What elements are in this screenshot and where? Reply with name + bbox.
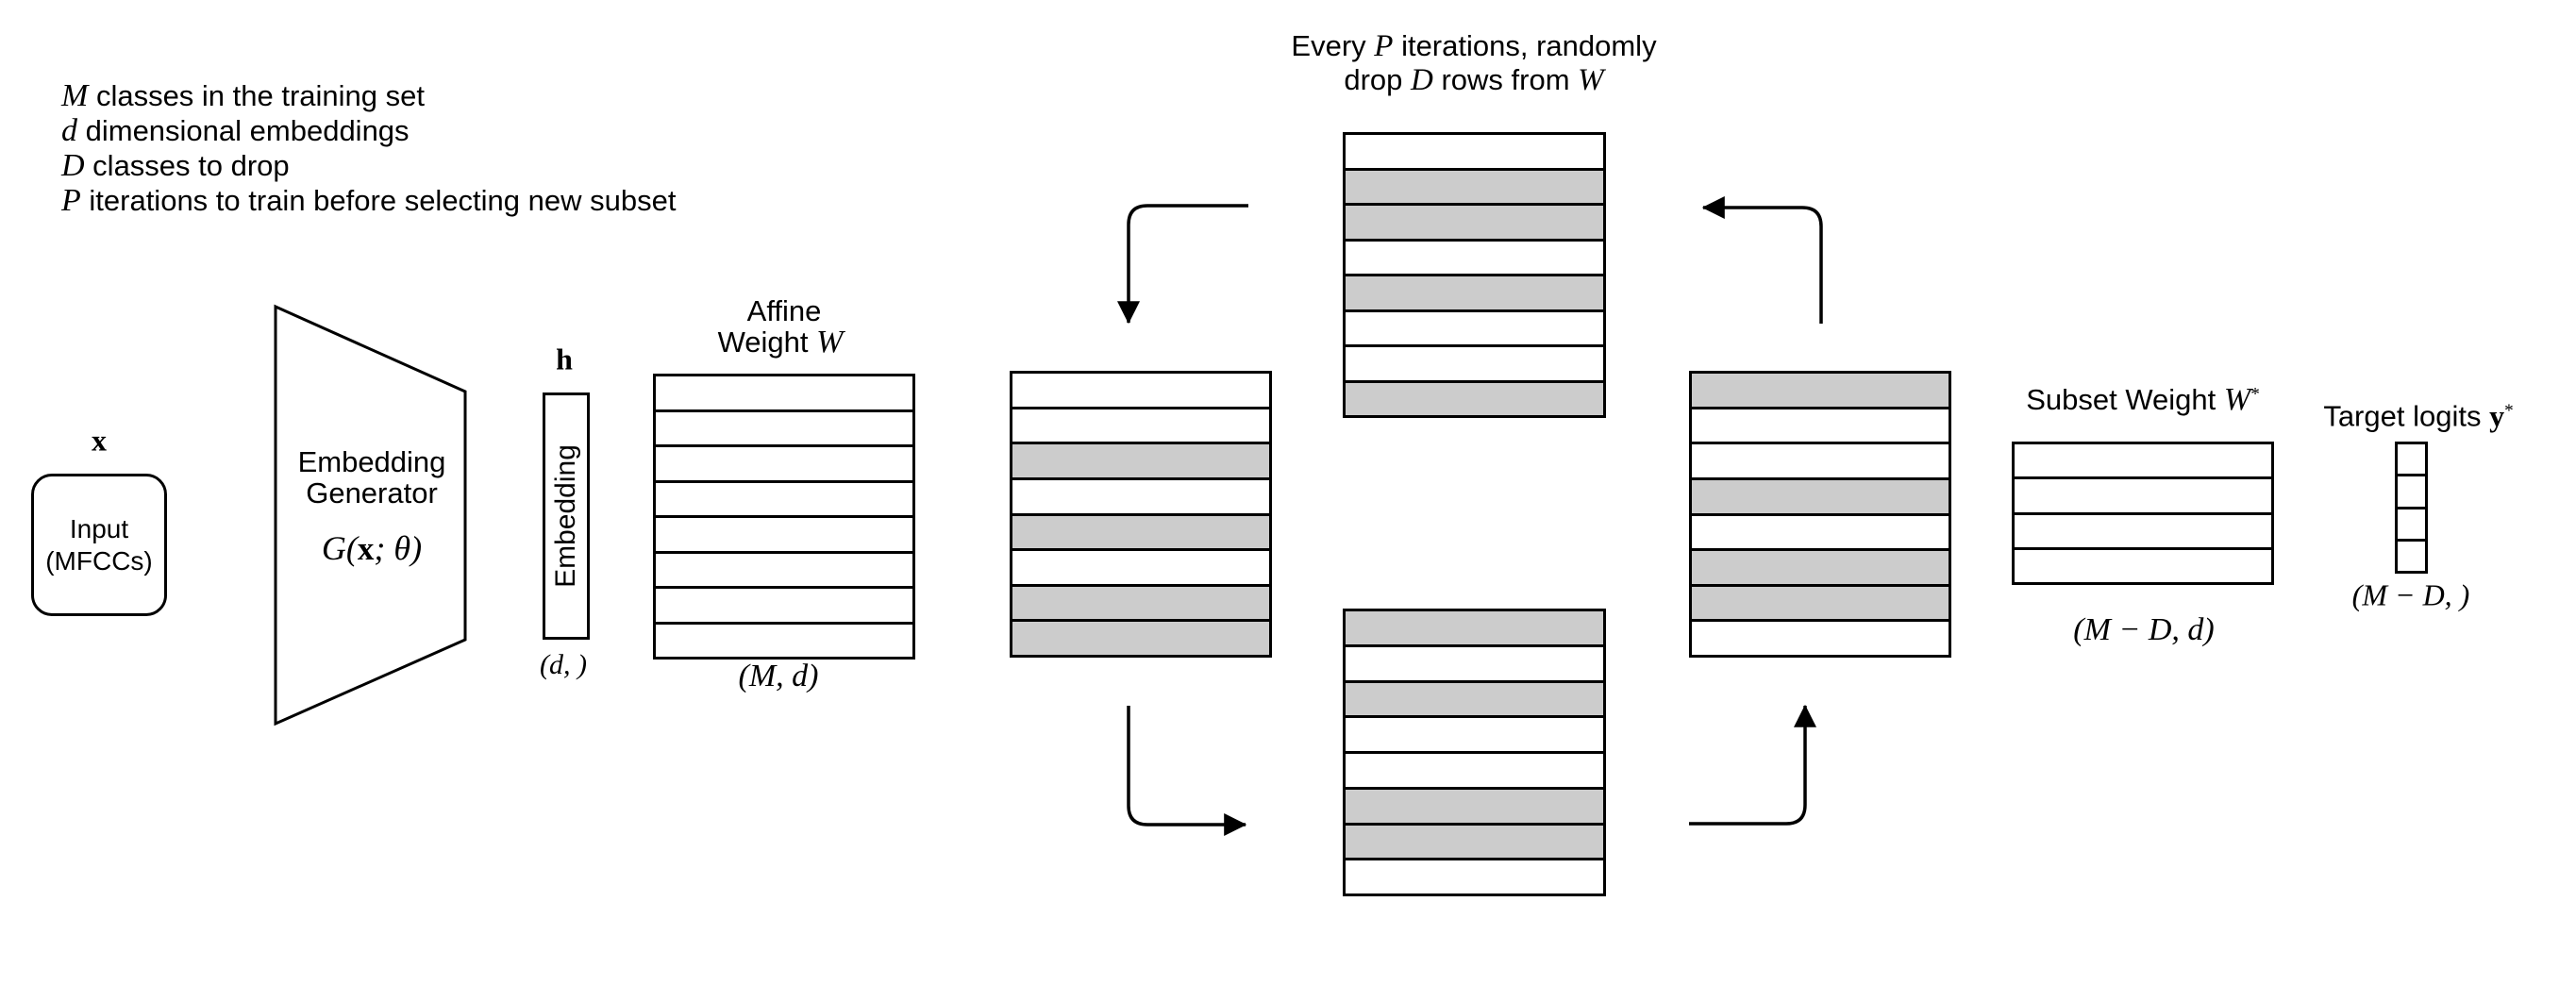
target-logits-title: Target logits y* <box>2323 398 2514 433</box>
generator-expression: G(x; θ) <box>321 529 423 567</box>
subset-weight-matrix <box>2012 442 2274 585</box>
cycle-bottom-matrix <box>1343 609 1606 896</box>
matrix-row-gray <box>1692 583 1949 620</box>
matrix-row-gray <box>1692 548 1949 584</box>
matrix-row-gray <box>1346 786 1603 823</box>
matrix-row-gray <box>1346 203 1603 239</box>
matrix-row-white <box>656 376 912 409</box>
embedding-vector-label: Embedding <box>550 444 581 588</box>
matrix-row-white <box>656 479 912 515</box>
cycle-top-matrix <box>1343 132 1606 418</box>
embedding-symbol-h: h <box>556 342 573 376</box>
cycle-right-matrix <box>1689 371 1951 658</box>
legend-line-p: P iterations to train before selecting n… <box>61 183 677 218</box>
matrix-row-gray <box>1012 442 1269 477</box>
legend-line-m: M classes in the training set <box>61 78 426 113</box>
generator-label-line2: Generator <box>306 476 438 509</box>
matrix-row-white <box>1346 751 1603 787</box>
matrix-row-white <box>1692 442 1949 477</box>
matrix-row-white <box>1692 619 1949 655</box>
target-logits-vector <box>2395 442 2428 574</box>
generator-label-line1: Embedding <box>297 445 446 478</box>
matrix-row-white <box>1012 548 1269 584</box>
matrix-row-white <box>2015 444 2271 477</box>
embedding-shape-label: (d, ) <box>540 649 587 680</box>
matrix-row-white <box>656 515 912 551</box>
matrix-row-white <box>1346 715 1603 751</box>
matrix-row-white <box>1692 512 1949 549</box>
arrow-bottom-right-up-icon <box>1689 704 1816 826</box>
affine-title-line2: Weight W <box>717 325 844 359</box>
matrix-row-white <box>656 444 912 480</box>
matrix-row-gray <box>1346 822 1603 859</box>
arrow-top-right-left-icon <box>1701 196 1823 324</box>
matrix-row-white <box>656 621 912 657</box>
matrix-row-gray <box>1692 374 1949 407</box>
matrix-row-gray <box>1012 512 1269 549</box>
matrix-row-gray <box>1346 679 1603 716</box>
drop-note-line1: Every P iterations, randomly <box>1291 29 1657 63</box>
embedding-generator-trapezoid <box>274 304 467 726</box>
affine-weight-matrix <box>653 374 915 660</box>
matrix-row-white <box>2015 476 2271 512</box>
matrix-row-white <box>1012 476 1269 513</box>
matrix-row-white <box>656 550 912 586</box>
input-box: Input (MFCCs) <box>31 474 167 616</box>
legend-line-D: D classes to drop <box>61 148 290 183</box>
subset-weight-title: Subset Weight W* <box>2026 382 2260 417</box>
matrix-row-white <box>1346 858 1603 893</box>
input-label-line1: Input <box>69 513 129 543</box>
matrix-row-white <box>1346 344 1603 380</box>
matrix-row-white <box>2398 538 2425 571</box>
matrix-row-gray <box>1012 619 1269 655</box>
matrix-row-white <box>656 586 912 622</box>
matrix-row-gray <box>1346 379 1603 415</box>
matrix-row-gray <box>1346 167 1603 203</box>
drop-note: Every P iterations, randomly drop D rows… <box>1291 29 1656 97</box>
matrix-row-white <box>656 409 912 444</box>
matrix-row-white <box>1692 406 1949 443</box>
target-shape-label: (M − D, ) <box>2351 577 2470 612</box>
affine-title-line1: Affine <box>746 294 822 327</box>
subset-shape-label: (M − D, d) <box>2073 612 2215 647</box>
input-label-line2: (MFCCs) <box>45 545 153 576</box>
legend-notes: M classes in the training set d dimensio… <box>61 78 676 218</box>
matrix-row-white <box>1012 406 1269 443</box>
matrix-row-white <box>1346 309 1603 344</box>
input-symbol-x: x <box>92 423 107 458</box>
legend-line-d: d dimensional embeddings <box>61 113 410 148</box>
matrix-row-gray <box>1692 476 1949 513</box>
matrix-row-white <box>1346 643 1603 680</box>
embedding-vector <box>543 392 590 640</box>
matrix-row-white <box>2015 546 2271 582</box>
affine-shape-label: (M, d) <box>738 659 819 693</box>
matrix-row-gray <box>1346 611 1603 644</box>
drop-note-line2: drop D rows from W <box>1344 63 1604 97</box>
dropped-rows-matrix <box>1010 371 1272 658</box>
matrix-row-gray <box>1346 274 1603 309</box>
arrow-bottom-left-right-icon <box>1127 706 1247 836</box>
matrix-row-white <box>1012 374 1269 407</box>
matrix-row-white <box>1346 135 1603 168</box>
matrix-row-white <box>2015 511 2271 547</box>
matrix-row-white <box>2398 444 2425 475</box>
arrow-top-left-down-icon <box>1117 204 1248 325</box>
matrix-row-gray <box>1012 583 1269 620</box>
matrix-row-white <box>2398 506 2425 539</box>
matrix-row-white <box>2398 474 2425 507</box>
matrix-row-white <box>1346 238 1603 274</box>
